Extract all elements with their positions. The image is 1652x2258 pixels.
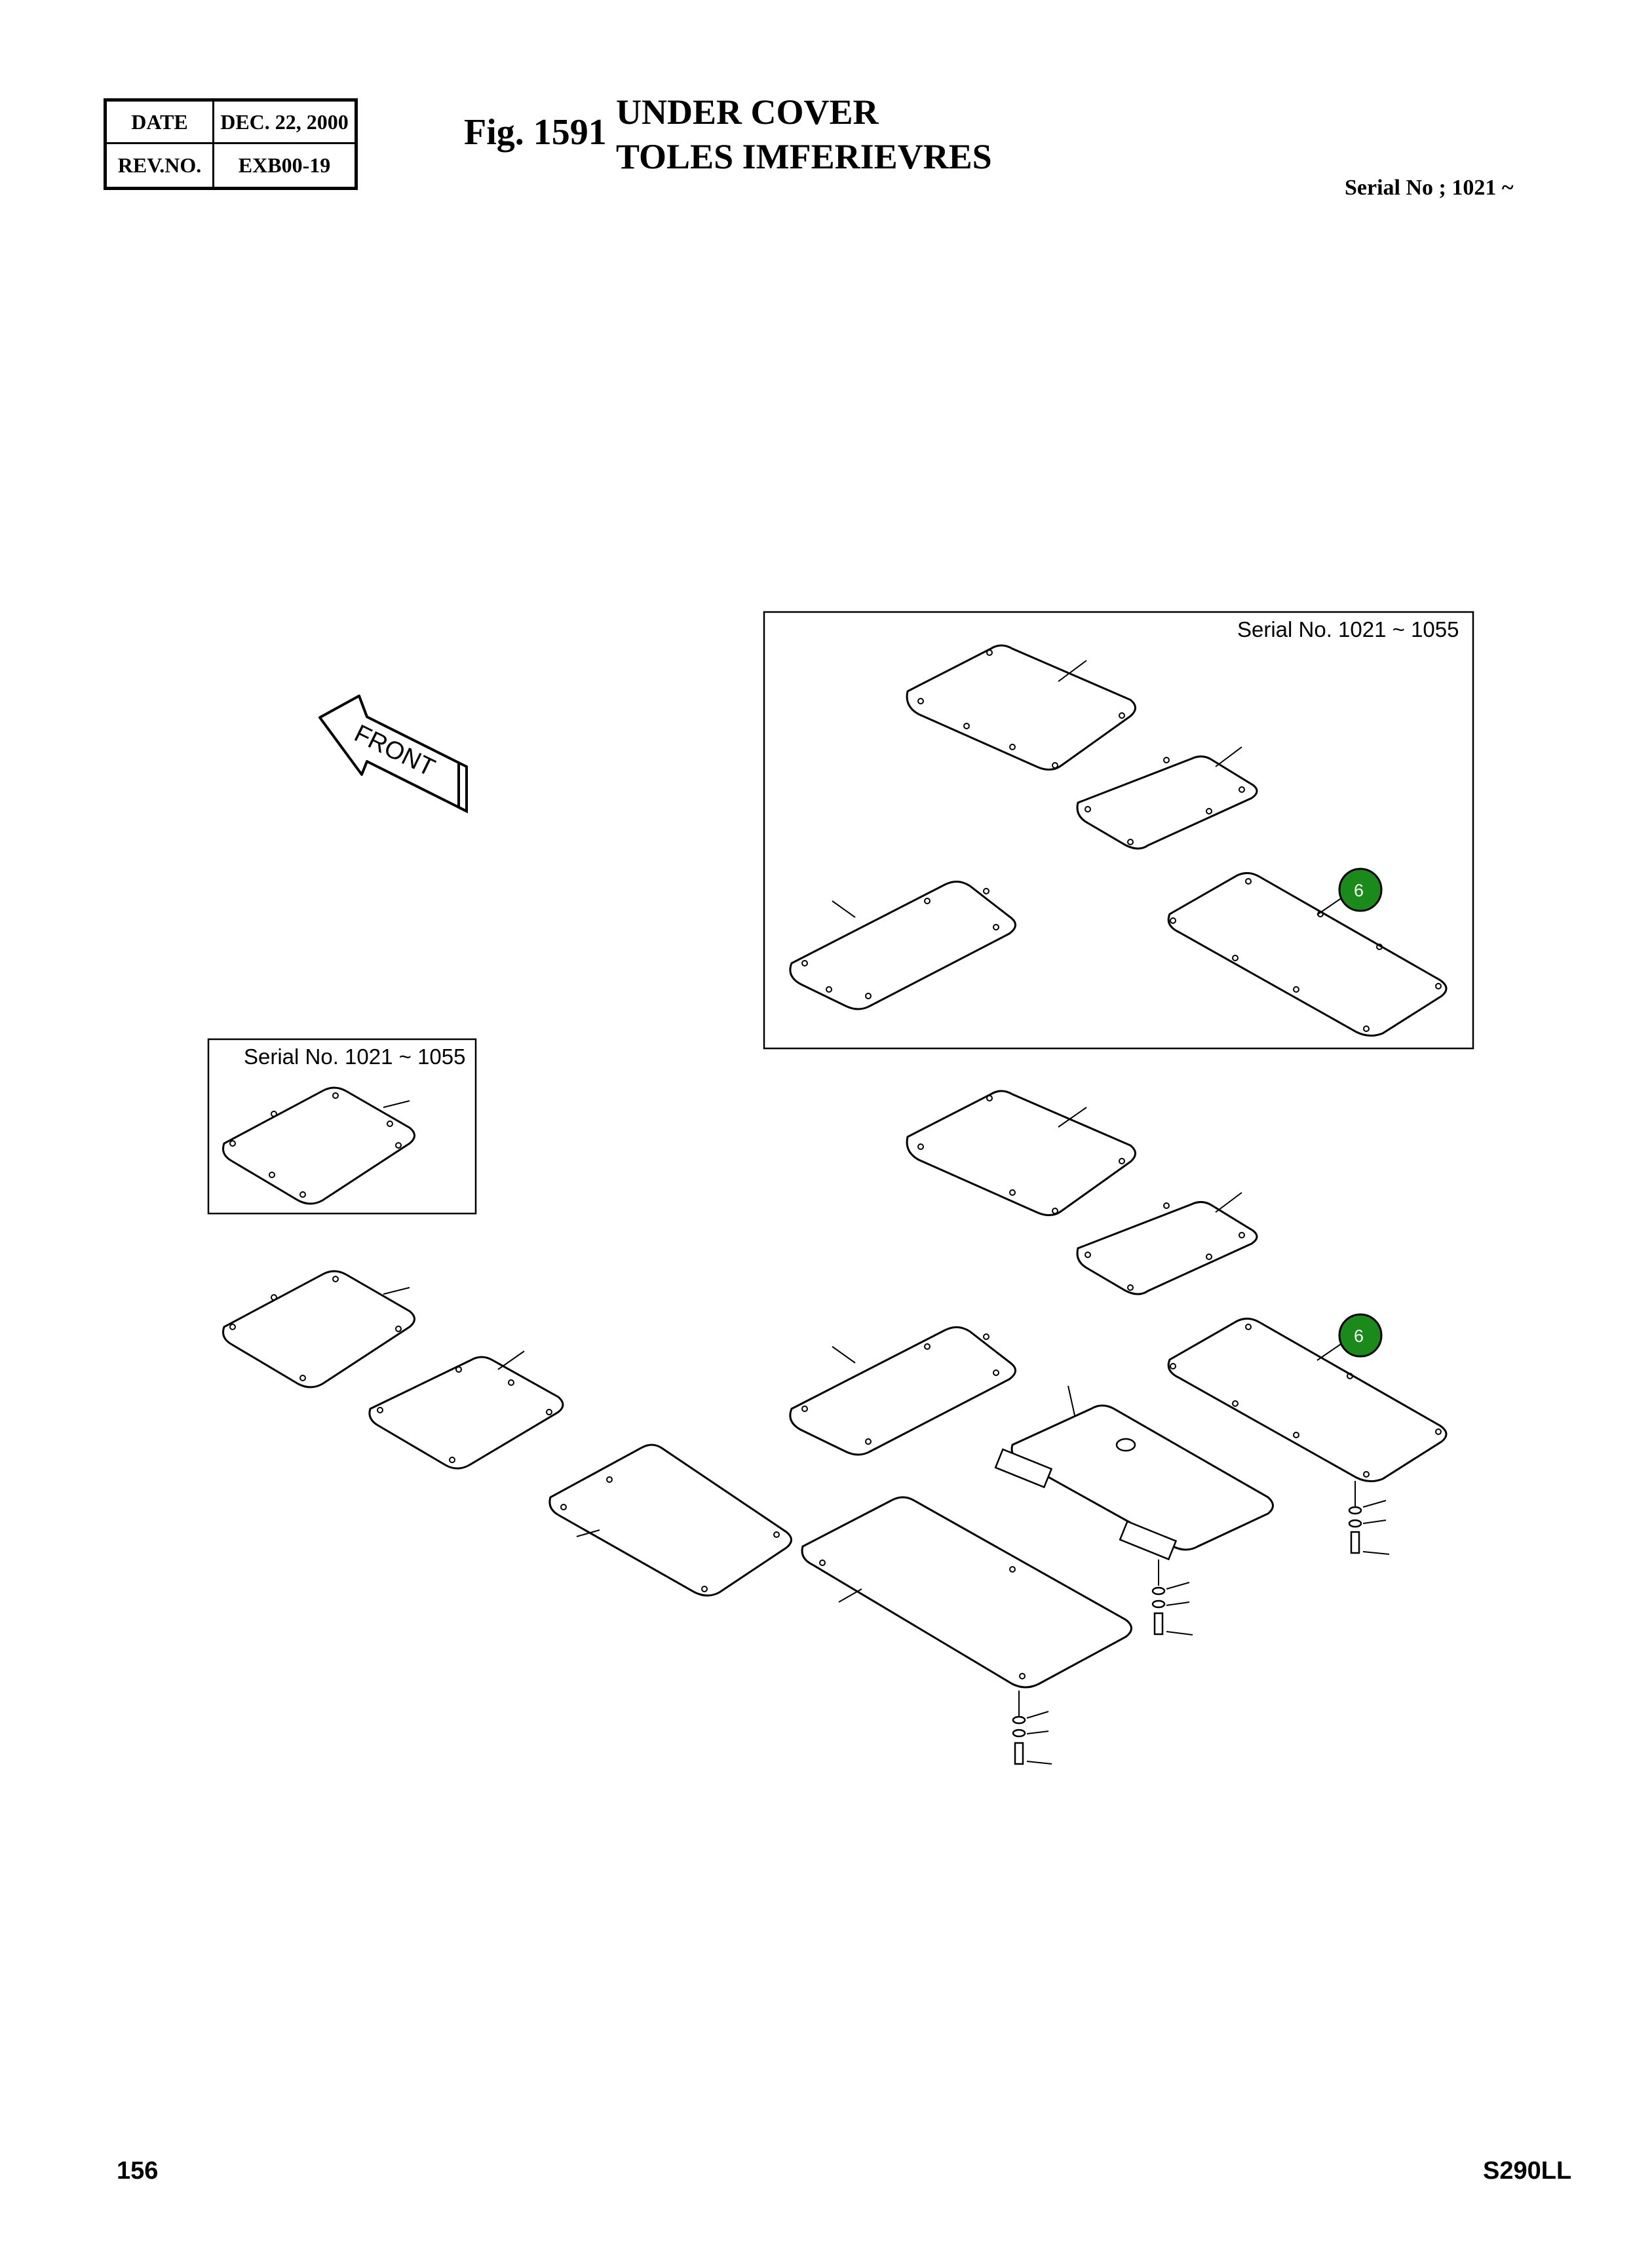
page-number: 156 [117,2157,159,2185]
inset-top-label: Serial No. 1021 ~ 1055 [1237,617,1459,641]
main-assembly: 6 [222,1090,1448,1765]
svg-text:6: 6 [1354,881,1364,900]
page-title: UNDER COVER [616,92,879,132]
cover-panel [906,1090,1136,1216]
revision-table: DATE DEC. 22, 2000 REV.NO. EXB00-19 [104,98,358,190]
cover-panel [1167,1318,1448,1482]
cover-panel [801,1496,1132,1689]
model-name: S290LL [1483,2157,1572,2185]
cover-panel [222,1086,415,1205]
bolt-washer-set [1151,1560,1193,1636]
hinged-cover-panel [994,1385,1274,1561]
svg-text:6: 6 [1354,1326,1364,1346]
callout-6: 6 [1338,868,1383,912]
page-title-french: TOLES IMFERIEVRES [616,137,992,176]
cover-panel [368,1350,564,1470]
inset-left: Serial No. 1021 ~ 1055 [207,1038,477,1215]
callout-6: 6 [1338,1313,1383,1358]
cover-panel [906,644,1136,771]
cover-panel [222,1270,415,1388]
bolt-washer-set [1348,1481,1390,1555]
rev-value: EXB00-19 [238,153,331,177]
bolt-washer-set [1012,1691,1052,1765]
cover-panel [789,1326,1016,1456]
cover-panel [789,881,1016,1010]
inset-left-label: Serial No. 1021 ~ 1055 [244,1044,466,1069]
date-value: DEC. 22, 2000 [214,102,355,144]
front-arrow-icon: FRONT [318,695,468,814]
cover-panel [1076,746,1258,850]
serial-range: Serial No ; 1021 ~ [1345,176,1514,200]
cover-panel [548,1444,792,1597]
cover-panel [1076,1192,1258,1295]
cover-panel [1167,872,1448,1037]
date-label: DATE [107,102,214,144]
rev-label: REV.NO. [107,144,214,187]
inset-top: Serial No. 1021 ~ 1055 [763,611,1474,1050]
figure-number: Fig. 1591 [464,112,607,153]
